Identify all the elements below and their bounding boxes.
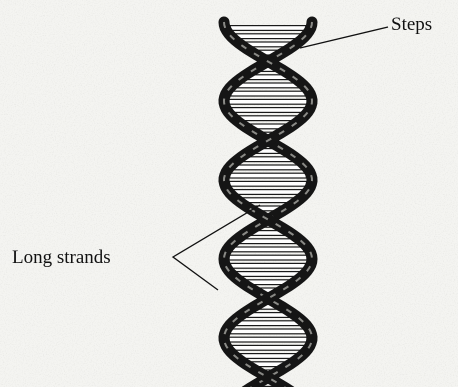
- helix-step: [232, 345, 303, 350]
- helix-step: [232, 247, 304, 252]
- helix-step: [232, 108, 304, 113]
- helix-step: [231, 91, 305, 96]
- helix-step: [230, 26, 306, 31]
- helix-step: [230, 181, 307, 186]
- helix-step: [237, 83, 299, 88]
- helix-step: [229, 337, 307, 342]
- helix-step: [240, 354, 296, 359]
- helix-step: [231, 329, 306, 334]
- helix-step: [234, 190, 302, 195]
- helix-step: [240, 239, 297, 244]
- helix-step: [229, 99, 307, 104]
- helix-step: [242, 198, 293, 203]
- helix-step: [236, 34, 300, 39]
- helix-step: [229, 255, 307, 260]
- helix-step: [237, 272, 300, 277]
- helix-step: [236, 321, 299, 326]
- helix-step: [230, 173, 307, 178]
- helix-step: [239, 116, 297, 121]
- helix-step: [234, 165, 301, 170]
- long-strands-label: Long strands: [12, 247, 111, 269]
- helix-step: [231, 263, 306, 268]
- steps-label: Steps: [391, 14, 432, 36]
- helix-step: [243, 157, 293, 162]
